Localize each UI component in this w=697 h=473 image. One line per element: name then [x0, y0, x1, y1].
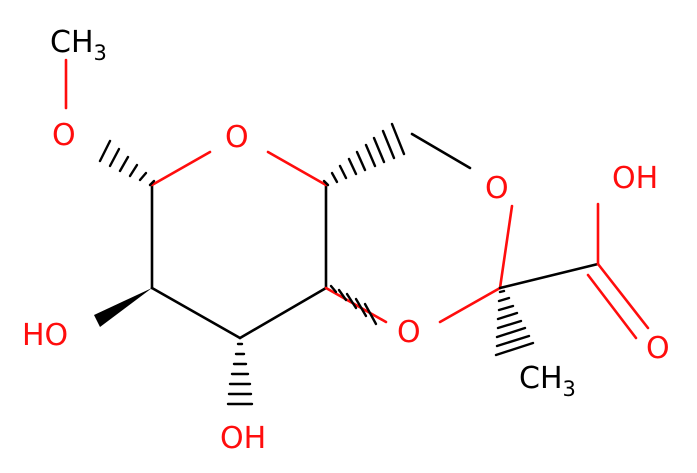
bond-c2-c3: [150, 286, 242, 340]
bonds: [64, 58, 650, 340]
hash-c3-ohbottom: [226, 342, 254, 406]
bond-c3-c4: [238, 286, 328, 340]
atom-o-carbonyl: O: [646, 331, 670, 366]
bond-o4-cq: [438, 286, 502, 324]
atom-oh-left: HO: [22, 318, 68, 353]
atom-o-dioxane-right: O: [485, 171, 509, 206]
atom-methyl-top: CH3: [50, 25, 107, 65]
bond-cq-cacid: [498, 262, 600, 290]
bond-c1-oring: [150, 150, 212, 187]
atom-labels: CH3 O O O OH O O HO OH CH3: [22, 25, 670, 456]
bond-cacid-o-double-a: [596, 262, 650, 330]
atom-methyl-bottom: CH3: [519, 361, 576, 401]
hash-c4-o4: [329, 284, 378, 326]
hash-cq-ch3: [494, 289, 535, 357]
hash-c5-c6: [322, 122, 406, 187]
bond-c6-c6o: [410, 132, 472, 170]
atom-o-dioxane-bottom: O: [397, 315, 421, 350]
atom-oh-acid: OH: [612, 161, 658, 196]
wedge-c2-ho: [94, 288, 152, 327]
atom-o-methoxy: O: [52, 118, 76, 153]
bond-o6-cq: [498, 204, 514, 290]
bond-c4-o4: [324, 286, 388, 324]
bond-cacid-o-double-b: [586, 273, 638, 340]
hash-c1-ome: [98, 139, 156, 187]
bond-oring-c5: [266, 150, 328, 187]
hashed-bonds: [98, 122, 535, 406]
atom-o-ring-pyran: O: [225, 120, 249, 155]
atom-oh-bottom: OH: [220, 421, 266, 456]
